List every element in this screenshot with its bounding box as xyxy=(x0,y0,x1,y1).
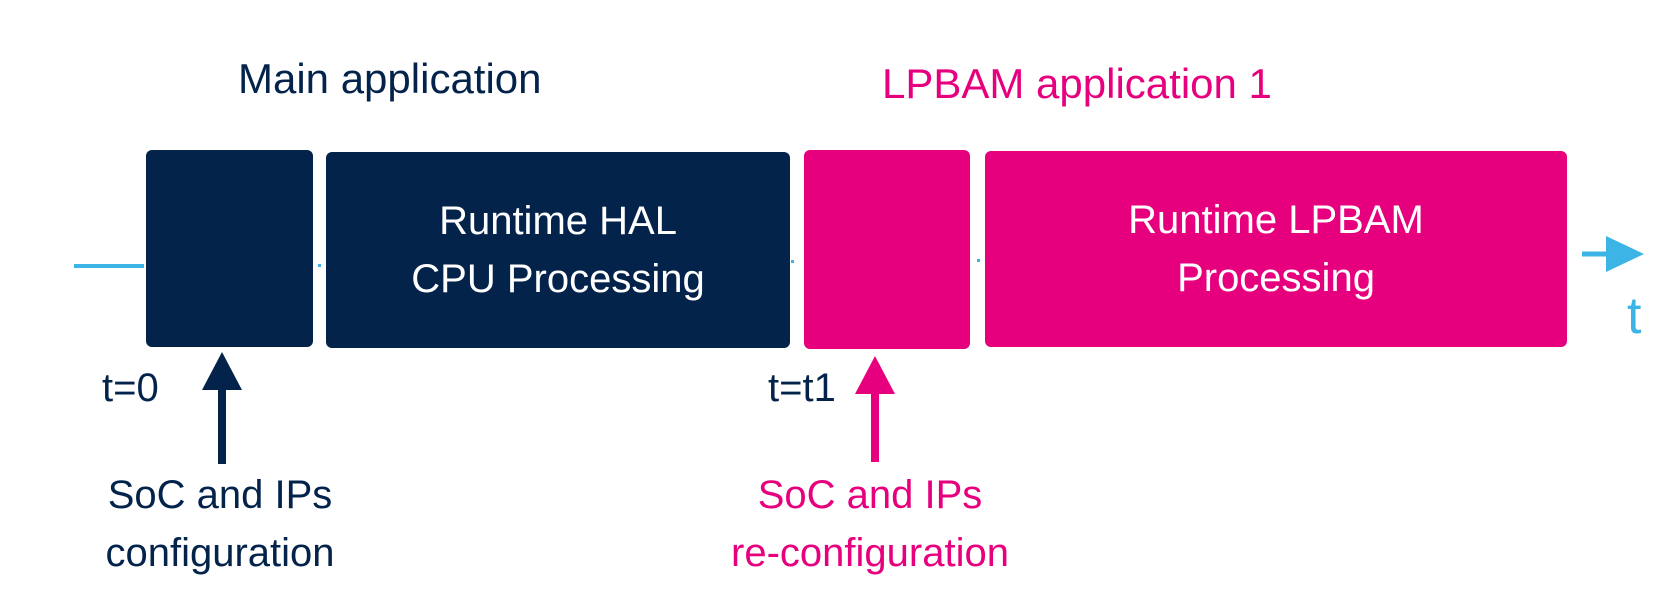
reconfig-arrow-shaft xyxy=(871,388,879,462)
config-caption: SoC and IPs configuration xyxy=(70,466,370,582)
reconfig-block xyxy=(804,150,970,349)
reconfig-caption-line2: re-configuration xyxy=(731,531,1009,575)
runtime-lpbam-line2: Processing xyxy=(1177,256,1375,300)
lpbam-application-header: LPBAM application 1 xyxy=(882,60,1272,107)
timeline-gap-dot-3 xyxy=(977,259,980,262)
runtime-hal-line1: Runtime HAL xyxy=(439,199,677,243)
time-axis-label: t xyxy=(1627,287,1642,345)
config-arrow-head xyxy=(202,352,242,390)
runtime-hal-block: Runtime HAL CPU Processing xyxy=(326,152,790,348)
timeline-arrow-head xyxy=(1606,236,1644,272)
t1-marker: t=t1 xyxy=(768,366,836,410)
reconfig-caption: SoC and IPs re-configuration xyxy=(700,466,1040,582)
reconfig-caption-line1: SoC and IPs xyxy=(757,473,983,517)
timeline-gap-dot-1 xyxy=(318,264,321,267)
reconfig-arrow-head xyxy=(855,356,895,394)
runtime-hal-line2: CPU Processing xyxy=(411,257,705,301)
config-block xyxy=(146,150,313,347)
runtime-lpbam-block: Runtime LPBAM Processing xyxy=(985,151,1567,347)
main-application-header: Main application xyxy=(238,55,542,102)
config-caption-line2: configuration xyxy=(105,531,335,575)
t0-marker: t=0 xyxy=(102,366,159,410)
timeline-gap-dot-2 xyxy=(791,260,794,263)
runtime-lpbam-line1: Runtime LPBAM xyxy=(1128,198,1424,242)
config-caption-line1: SoC and IPs xyxy=(107,473,333,517)
config-arrow-shaft xyxy=(218,384,226,464)
